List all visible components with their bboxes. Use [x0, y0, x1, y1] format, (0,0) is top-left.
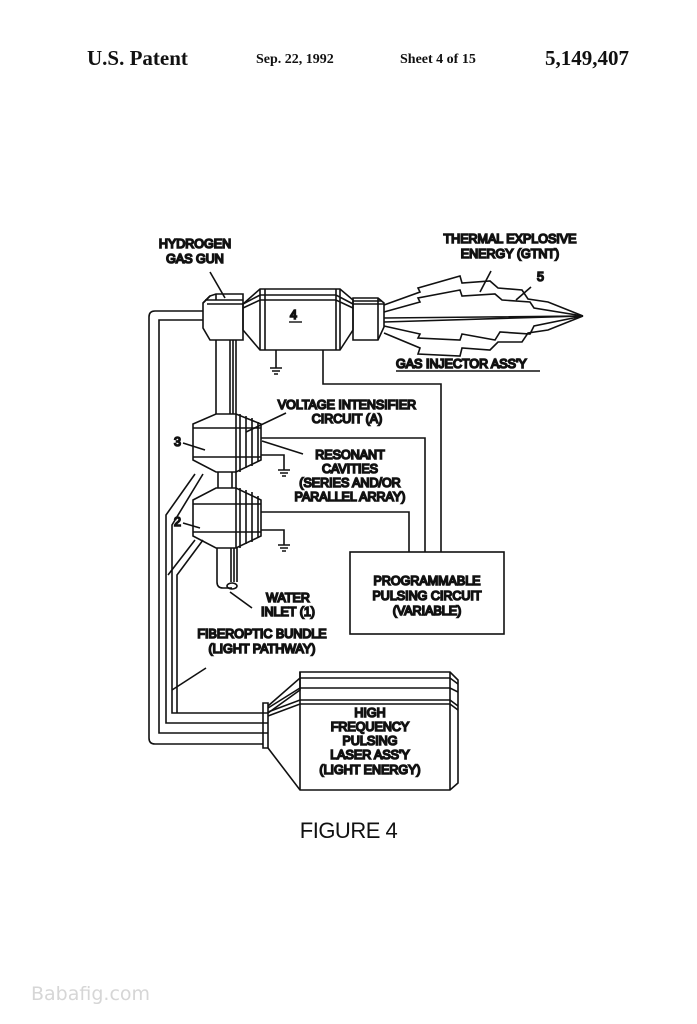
label-resonant-2: CAVITIES [322, 462, 378, 476]
cell-neck [217, 472, 237, 488]
gas-injector-assembly [202, 288, 442, 552]
sheet-number: Sheet 4 of 15 [400, 52, 476, 67]
label-hydrogen-gas-gun-2: GAS GUN [166, 252, 224, 266]
ref-numeral-4: 4 [290, 308, 297, 322]
wire-cell2-to-pulser [261, 511, 410, 552]
label-resonant-4: PARALLEL ARRAY) [295, 490, 406, 504]
fiber-outer [148, 310, 263, 745]
wire-cell3-to-pulser [261, 437, 426, 552]
ref-numeral-5: 5 [537, 270, 544, 284]
label-resonant-3: (SERIES AND/OR [299, 476, 400, 490]
water-inlet-opening [226, 582, 238, 590]
label-water-inlet-2: INLET (1) [261, 605, 315, 619]
label-laser-2: FREQUENCY [331, 720, 410, 734]
fiber-second [158, 319, 263, 734]
label-water-inlet-1: WATER [266, 591, 310, 605]
label-pulsing-3: (VARIABLE) [393, 604, 462, 618]
fiber-fifth [167, 539, 204, 713]
leader-hydrogen-gun [209, 271, 226, 299]
label-fiberoptic-2: (LIGHT PATHWAY) [209, 642, 316, 656]
pulsing-circuit-box [349, 551, 505, 635]
flame-outer-top [383, 275, 584, 317]
patent-header-title: U.S. Patent [87, 46, 188, 70]
leader-ref-3 [182, 442, 206, 451]
label-pulsing-2: PULSING CIRCUIT [372, 589, 481, 603]
label-voltage-intensifier-1: VOLTAGE INTENSIFIER [278, 398, 416, 412]
ground-symbol-injector [270, 350, 282, 375]
label-pulsing-1: PROGRAMMABLE [374, 574, 481, 588]
feed-tube [215, 340, 237, 414]
watermark: Babafig.com [31, 983, 151, 1005]
fiberoptic-bundle [148, 310, 263, 745]
ground-wire-2 [261, 529, 290, 552]
leader-resonant [261, 440, 304, 455]
wire-injector-to-pulser [322, 350, 442, 552]
label-resonant-1: RESONANT [315, 448, 385, 462]
label-thermal-explosive-2: ENERGY (GTNT) [461, 247, 559, 261]
ref-numeral-2: 2 [174, 515, 181, 529]
flame-center [383, 315, 584, 323]
patent-number: 5,149,407 [545, 46, 629, 70]
label-fiberoptic-1: FIBEROPTIC BUNDLE [197, 627, 326, 641]
leader-thermal-energy [479, 270, 492, 293]
label-laser-3: PULSING [343, 734, 398, 748]
leader-fiberoptic [171, 667, 207, 691]
fiber-fourth [171, 473, 263, 714]
injector-body-lines [242, 289, 354, 350]
leader-voltage-intensifier [245, 412, 287, 433]
water-inlet-pipe [216, 548, 238, 589]
resonant-cavity-2 [192, 487, 410, 552]
label-laser-1: HIGH [354, 706, 385, 720]
nozzle-bands [353, 298, 384, 340]
label-voltage-intensifier-2: CIRCUIT (A) [312, 412, 383, 426]
label-thermal-explosive-1: THERMAL EXPLOSIVE [444, 232, 577, 246]
ref-numeral-3: 3 [174, 435, 181, 449]
leader-ref-5 [515, 286, 532, 301]
gun-band [202, 294, 243, 305]
hydrogen-gas-gun-body [202, 293, 244, 341]
label-gas-injector: GAS INJECTOR ASS'Y [396, 357, 527, 371]
label-laser-5: (LIGHT ENERGY) [319, 763, 420, 777]
patent-date: Sep. 22, 1992 [256, 52, 334, 67]
label-laser-4: LASER ASS'Y [330, 748, 410, 762]
flame-inner-top [383, 289, 584, 317]
label-hydrogen-gas-gun-1: HYDROGEN [159, 237, 231, 251]
figure-caption: FIGURE 4 [299, 818, 398, 843]
resonant-cavity-3 [192, 413, 426, 552]
fiber-third [165, 473, 263, 724]
flame-inner-bottom [383, 315, 584, 341]
leader-ref-2 [182, 522, 201, 529]
flame-thermal-energy [383, 275, 584, 357]
laser-assembly [262, 671, 459, 791]
leader-water-inlet [229, 591, 253, 609]
ground-wire-3 [261, 454, 290, 477]
flame-outer-bottom [383, 315, 584, 357]
